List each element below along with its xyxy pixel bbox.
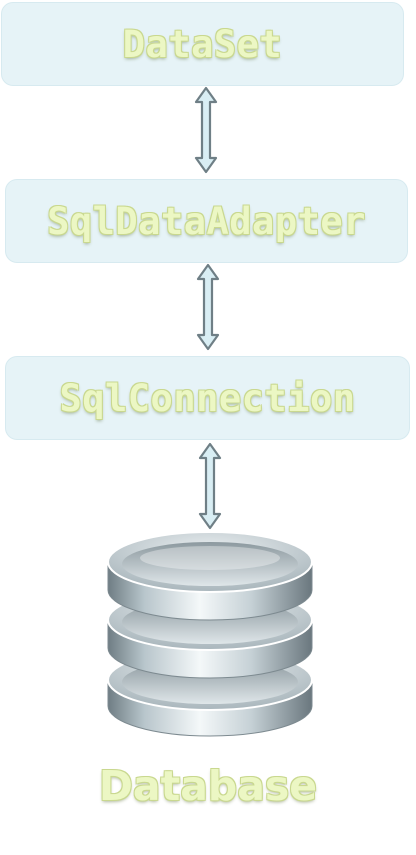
sqlconnection-label: SqlConnection [59,376,356,420]
bidirectional-arrow-icon [194,86,218,174]
dataset-box: DataSet [1,2,404,86]
dataset-label: DataSet [122,22,283,66]
bidirectional-arrow-icon [196,263,220,351]
database-disk-top [107,531,313,621]
bidirectional-arrow-icon [198,442,222,530]
sqldataadapter-label: SqlDataAdapter [47,199,366,243]
sqlconnection-box: SqlConnection [5,356,410,440]
database-label: Database [98,762,318,810]
sqldataadapter-box: SqlDataAdapter [5,179,408,263]
database-icon [107,531,313,737]
